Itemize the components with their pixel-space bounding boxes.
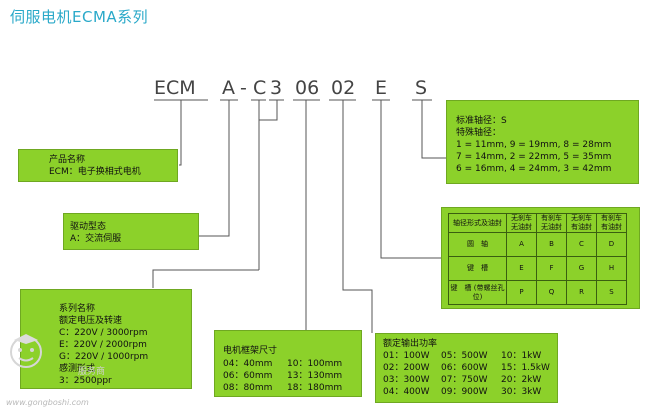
series-box: 系列名称 额定电压及转速 C：220V / 3000rpm E：220V / 2… xyxy=(20,289,192,389)
table-cell: 键 槽 xyxy=(448,256,507,281)
power-item: 02：200W xyxy=(383,363,430,373)
frame-size-grid: 04：40mm 10：100mm 06：60mm 13：130mm 08：80m… xyxy=(223,358,361,394)
rated-power-grid: 01：100W 05：500W 10：1kW 02：200W 06：600W 1… xyxy=(383,350,557,398)
table-header-row: 轴径形式及油封 无刹车 无油封 有刹车 无油封 无刹车 有油封 有刹车 有油封 xyxy=(448,213,627,233)
code-a: A xyxy=(222,77,235,99)
frame-item: 18：180mm xyxy=(287,383,343,393)
table-cell: 圆 轴 xyxy=(448,232,507,257)
table-header-cell: 无刹车 有油封 xyxy=(566,213,597,233)
table-cell: E xyxy=(506,256,537,281)
power-item: 07：750W xyxy=(441,375,488,385)
watermark-url: www.gongboshi.com xyxy=(6,398,89,407)
table-cell: F xyxy=(536,256,567,281)
table-cell: D xyxy=(596,232,627,257)
table-cell: G xyxy=(566,256,597,281)
power-item: 09：900W xyxy=(441,387,488,397)
power-item: 05：500W xyxy=(441,351,488,361)
table-row: 键 槽 E F G H xyxy=(448,256,627,281)
frame-item: 06：60mm xyxy=(223,371,273,381)
table-header-cell: 有刹车 有油封 xyxy=(596,213,627,233)
table-row: 圆 轴 A B C D xyxy=(448,232,627,257)
frame-item: 13：130mm xyxy=(287,371,343,381)
series-voltage-heading: 额定电压及转速 xyxy=(59,316,123,326)
code-ecm: ECM xyxy=(154,77,196,99)
shaft-row: 6 = 16mm, 4 = 24mm, 3 = 42mm xyxy=(456,164,612,174)
series-sensor-heading: 感测形式 xyxy=(59,364,96,374)
table-cell: A xyxy=(506,232,537,257)
product-name-box: 产品名称 ECM：电子换相式电机 xyxy=(18,149,178,182)
table-header-cell: 轴径形式及油封 xyxy=(448,213,507,233)
shaft-special: 特殊轴径： xyxy=(456,128,502,138)
rated-power-box: 额定输出功率 01：100W 05：500W 10：1kW 02：200W 06… xyxy=(375,333,558,403)
code-c: C xyxy=(253,77,267,99)
code-s: S xyxy=(415,77,428,99)
power-item: 01：100W xyxy=(383,351,430,361)
oil-seal-table: 轴径形式及油封 无刹车 无油封 有刹车 无油封 无刹车 有油封 有刹车 有油封 … xyxy=(448,213,627,305)
series-e: E：220V / 2000rpm xyxy=(59,340,147,350)
power-item: 06：600W xyxy=(441,363,488,373)
table-cell: Q xyxy=(536,280,567,305)
shaft-row: 7 = 14mm, 2 = 22mm, 5 = 35mm xyxy=(456,152,612,162)
series-sensor-value: 3：2500ppr xyxy=(59,376,112,386)
shaft-diameter-box: 标准轴径：S 特殊轴径： 1 = 11mm, 9 = 19mm, 8 = 28m… xyxy=(446,100,639,184)
rated-power-heading: 额定输出功率 xyxy=(383,339,438,349)
page-title: 伺服电机ECMA系列 xyxy=(10,8,149,26)
drive-type-heading: 驱动型态 xyxy=(70,222,107,232)
series-heading: 系列名称 xyxy=(59,304,96,314)
table-cell: P xyxy=(506,280,537,305)
table-cell: 键 槽 (带螺丝孔位) xyxy=(448,280,507,305)
drive-type-value: A：交流伺服 xyxy=(70,234,122,244)
product-name-value: ECM：电子换相式电机 xyxy=(49,167,141,177)
table-header-cell: 有刹车 无油封 xyxy=(536,213,567,233)
frame-item: 08：80mm xyxy=(223,383,273,393)
power-item: 03：300W xyxy=(383,375,430,385)
watermark-mascot-icon xyxy=(10,334,42,368)
frame-size-box: 电机框架尺寸 04：40mm 10：100mm 06：60mm 13：130mm… xyxy=(214,330,362,397)
table-cell: S xyxy=(596,280,627,305)
table-cell: H xyxy=(596,256,627,281)
frame-item: 04：40mm xyxy=(223,359,273,369)
power-item: 30：3kW xyxy=(501,387,542,397)
power-item: 10：1kW xyxy=(501,351,542,361)
table-cell: C xyxy=(566,232,597,257)
code-power: 02 xyxy=(331,77,356,99)
series-c: C：220V / 3000rpm xyxy=(59,328,148,338)
code-dash: - xyxy=(240,77,247,99)
shaft-standard: 标准轴径：S xyxy=(456,116,507,126)
code-3: 3 xyxy=(270,77,283,99)
power-item: 04：400W xyxy=(383,387,430,397)
table-row: 键 槽 (带螺丝孔位) P Q R S xyxy=(448,280,627,305)
table-header-cell: 无刹车 无油封 xyxy=(506,213,537,233)
drive-type-box: 驱动型态 A：交流伺服 xyxy=(63,213,199,250)
series-g: G：220V / 1000rpm xyxy=(59,352,149,362)
table-cell: R xyxy=(566,280,597,305)
code-frame: 06 xyxy=(295,77,320,99)
watermark-text-cn: 服务商 xyxy=(78,367,106,377)
frame-size-heading: 电机框架尺寸 xyxy=(223,346,278,356)
table-cell: B xyxy=(536,232,567,257)
power-item: 15：1.5kW xyxy=(501,363,550,373)
power-item: 20：2kW xyxy=(501,375,542,385)
frame-item: 10：100mm xyxy=(287,359,343,369)
shaft-row: 1 = 11mm, 9 = 19mm, 8 = 28mm xyxy=(456,140,612,150)
product-name-heading: 产品名称 xyxy=(49,155,86,165)
code-e: E xyxy=(375,77,388,99)
